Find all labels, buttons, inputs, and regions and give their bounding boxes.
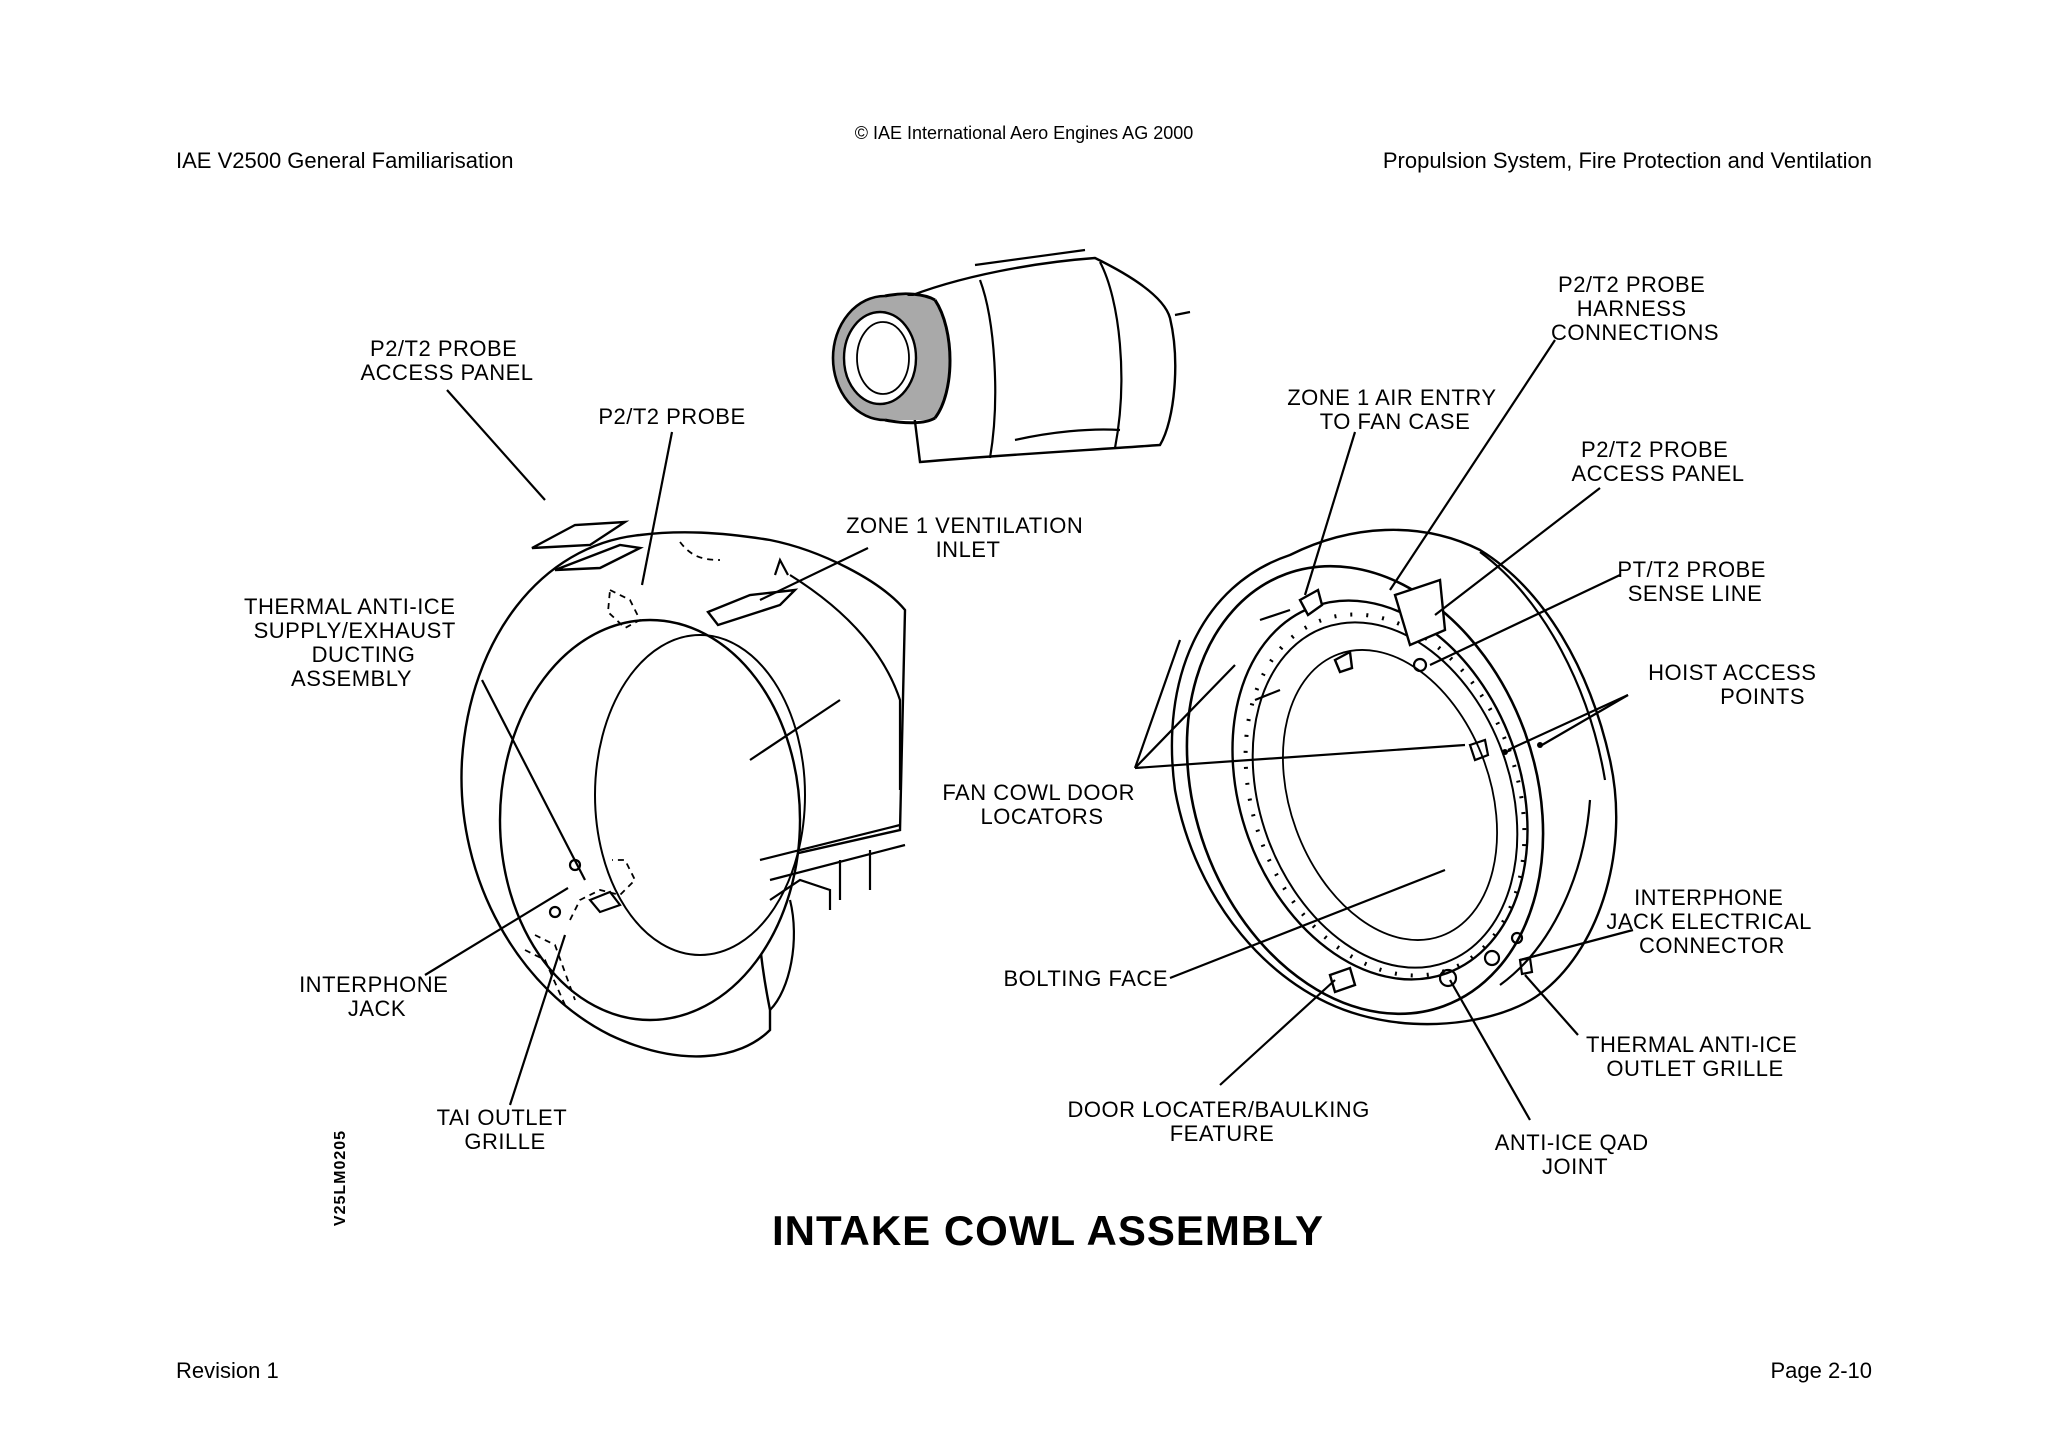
intake-cowl-rear-view xyxy=(1170,528,1618,1026)
figure-code: V25LM0205 xyxy=(332,1130,349,1226)
label-zone1-air-entry: ZONE 1 AIR ENTRY TO FAN CASE xyxy=(1287,385,1503,434)
label-tai-outlet-grille: TAI OUTLET GRILLE xyxy=(437,1105,574,1154)
revision-label: Revision 1 xyxy=(176,1358,279,1383)
page-number: Page 2-10 xyxy=(1770,1358,1872,1383)
label-p2t2-access-panel-right: P2/T2 PROBE ACCESS PANEL xyxy=(1571,437,1744,486)
label-bolting-face: BOLTING FACE xyxy=(1003,966,1168,991)
label-thermal-anti-ice-outlet-grille: THERMAL ANTI-ICE OUTLET GRILLE xyxy=(1586,1032,1804,1081)
label-p2t2-access-panel-left: P2/T2 PROBE ACCESS PANEL xyxy=(360,336,533,385)
label-pt-t2-probe-sense-line: PT/T2 PROBE SENSE LINE xyxy=(1617,557,1772,606)
label-door-locater-baulking: DOOR LOCATER/BAULKING FEATURE xyxy=(1068,1097,1377,1146)
label-interphone-jack-connector: INTERPHONE JACK ELECTRICAL CONNECTOR xyxy=(1606,885,1817,958)
label-hoist-access-points: HOIST ACCESS POINTS xyxy=(1648,660,1823,709)
document-title: IAE V2500 General Familiarisation xyxy=(176,148,514,173)
label-tai-ducting-assembly: THERMAL ANTI-ICE SUPPLY/EXHAUST DUCTING … xyxy=(244,594,462,691)
label-zone1-ventilation-inlet: ZONE 1 VENTILATION INLET xyxy=(846,513,1090,562)
figure-title: INTAKE COWL ASSEMBLY xyxy=(772,1207,1324,1254)
chapter-title: Propulsion System, Fire Protection and V… xyxy=(1382,148,1872,173)
label-p2t2-probe: P2/T2 PROBE xyxy=(598,404,745,429)
copyright-notice: © IAE International Aero Engines AG 2000 xyxy=(854,123,1194,143)
engine-nacelle-illustration xyxy=(831,248,1191,464)
intake-cowl-exterior-view xyxy=(460,520,907,1058)
label-fan-cowl-door-locators: FAN COWL DOOR LOCATORS xyxy=(942,780,1141,829)
label-anti-ice-qad-joint: ANTI-ICE QAD JOINT xyxy=(1495,1130,1656,1179)
label-p2t2-harness-connections: P2/T2 PROBE HARNESS CONNECTIONS xyxy=(1551,272,1719,345)
label-interphone-jack: INTERPHONE JACK xyxy=(299,972,455,1021)
leader-lines xyxy=(424,339,1634,1121)
